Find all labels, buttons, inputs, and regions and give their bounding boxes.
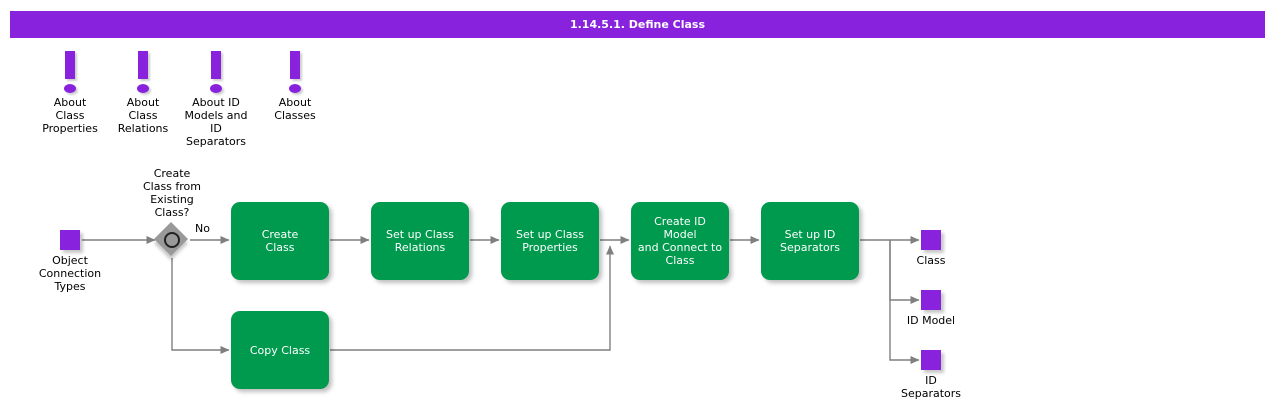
output-label: ID Separators: [900, 374, 962, 400]
exclamation-bar: [65, 51, 75, 79]
note-label: About ID Models and ID Separators: [184, 96, 248, 148]
note-label: About Classes: [274, 96, 316, 122]
process-create-class[interactable]: Create Class: [231, 202, 329, 280]
process-label: Copy Class: [249, 343, 311, 357]
process-create-id-model-and-connect-to-class[interactable]: Create ID Model and Connect to Class: [631, 202, 729, 280]
exclamation-bar: [138, 51, 148, 79]
exclamation-icon: [95, 48, 191, 94]
input-label: Object Connection Types: [38, 254, 102, 293]
edge-label-no: No: [195, 222, 210, 235]
note-about-id-models-and-id-separators[interactable]: About ID Models and ID Separators: [168, 48, 264, 148]
exclamation-bar: [290, 51, 300, 79]
exclamation-icon: [247, 48, 343, 94]
exclamation-dot: [64, 84, 76, 93]
note-about-class-properties[interactable]: About Class Properties: [22, 48, 118, 135]
exclamation-icon: [22, 48, 118, 94]
output-label: ID Model: [906, 314, 956, 327]
output-label: Class: [916, 254, 946, 267]
page-title-bar: 1.14.5.1. Define Class: [10, 11, 1265, 38]
decision-label: Create Class from Existing Class?: [142, 167, 202, 219]
data-node-swatch: [921, 350, 941, 370]
input-object-connection-types[interactable]: Object Connection Types: [10, 230, 130, 293]
decision-ring-icon: [164, 232, 180, 248]
process-label: Set up ID Separators: [779, 228, 841, 254]
note-about-classes[interactable]: About Classes: [247, 48, 343, 122]
output-id-model[interactable]: ID Model: [871, 290, 991, 327]
exclamation-dot: [137, 84, 149, 93]
data-node-swatch: [921, 230, 941, 250]
process-set-up-id-separators[interactable]: Set up ID Separators: [761, 202, 859, 280]
output-class[interactable]: Class: [871, 230, 991, 267]
output-id-separators[interactable]: ID Separators: [871, 350, 991, 400]
process-label: Create Class: [261, 228, 299, 254]
process-label: Create ID Model and Connect to Class: [637, 215, 723, 267]
process-label: Set up Class Relations: [386, 228, 454, 254]
exclamation-bar: [211, 51, 221, 79]
process-set-up-class-properties[interactable]: Set up Class Properties: [501, 202, 599, 280]
process-set-up-class-relations[interactable]: Set up Class Relations: [371, 202, 469, 280]
exclamation-dot: [289, 84, 301, 93]
decision-create-class-from-existing-class[interactable]: [154, 222, 189, 257]
note-label: About Class Properties: [42, 96, 98, 135]
process-label: Set up Class Properties: [516, 228, 584, 254]
page-title: 1.14.5.1. Define Class: [569, 18, 706, 31]
edge-decision-yes-to-copy-class: [171, 258, 230, 354]
data-node-swatch: [921, 290, 941, 310]
process-copy-class[interactable]: Copy Class: [231, 311, 329, 389]
data-node-swatch: [60, 230, 80, 250]
exclamation-dot: [210, 84, 222, 93]
note-about-class-relations[interactable]: About Class Relations: [95, 48, 191, 135]
note-label: About Class Relations: [117, 96, 169, 135]
exclamation-icon: [168, 48, 264, 94]
